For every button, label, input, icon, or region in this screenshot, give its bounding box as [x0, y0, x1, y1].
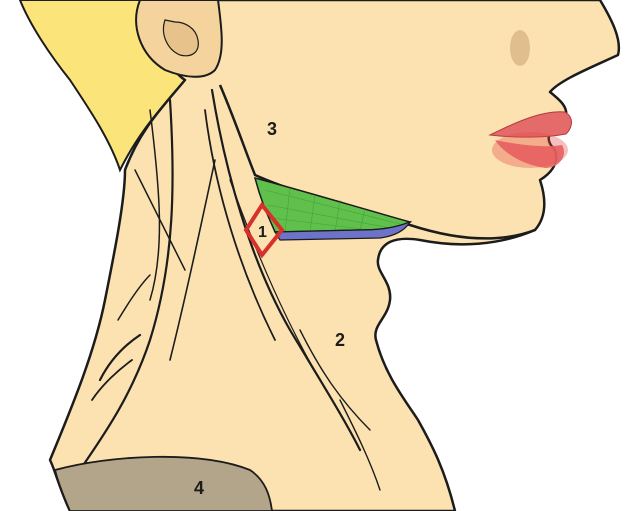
nose-shadow: [510, 30, 530, 66]
lips-blush: [492, 132, 568, 168]
label-region-3: 3: [267, 119, 277, 139]
label-region-2: 2: [335, 330, 345, 350]
label-region-4: 4: [194, 478, 204, 498]
label-region-1: 1: [258, 224, 267, 241]
